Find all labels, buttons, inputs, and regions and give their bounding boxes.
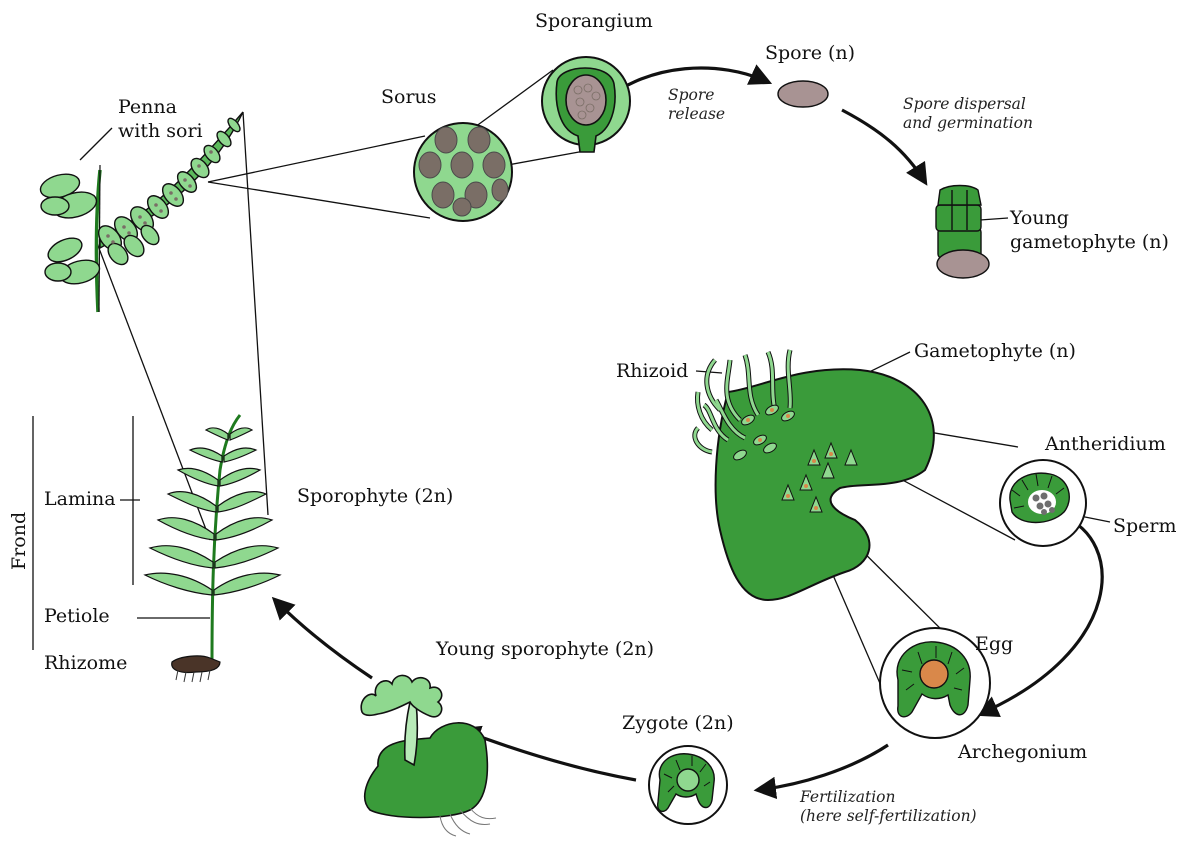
label-fertilization-line1: Fertilization — [800, 788, 977, 807]
label-spore-dispersal: Spore dispersal and germination — [903, 95, 1033, 134]
label-antheridium: Antheridium — [1045, 433, 1166, 457]
label-penna-with-sori: Penna with sori — [118, 96, 203, 144]
label-lamina: Lamina — [44, 488, 116, 512]
sorus-illustration — [414, 123, 512, 221]
label-egg: Egg — [975, 633, 1013, 657]
label-frond: Frond — [8, 512, 32, 570]
label-sporangium: Sporangium — [535, 10, 653, 34]
arrow-young-sporophyte-to-sporophyte — [275, 600, 372, 678]
label-spore-release-line2: release — [668, 105, 725, 124]
label-young-gametophyte-line1: Young — [1010, 207, 1169, 231]
label-penna-line1: Penna — [118, 96, 203, 120]
label-sperm: Sperm — [1113, 515, 1177, 539]
label-archegonium: Archegonium — [958, 741, 1087, 765]
spore-illustration — [778, 81, 828, 107]
label-spore-dispersal-line1: Spore dispersal — [903, 95, 1033, 114]
gametophyte-illustration — [695, 350, 934, 600]
sporangium-illustration — [542, 57, 630, 152]
label-spore-release-line1: Spore — [668, 86, 725, 105]
antheridium-illustration — [1000, 460, 1086, 546]
label-sporophyte: Sporophyte (2n) — [297, 485, 453, 509]
young-sporophyte-illustration — [361, 675, 496, 836]
label-rhizoid: Rhizoid — [616, 360, 688, 384]
zygote-illustration — [649, 746, 727, 824]
label-spore-release: Spore release — [668, 86, 725, 125]
label-young-gametophyte: Young gametophyte (n) — [1010, 207, 1169, 255]
label-spore: Spore (n) — [765, 42, 855, 66]
label-young-gametophyte-line2: gametophyte (n) — [1010, 231, 1169, 255]
label-fertilization: Fertilization (here self-fertilization) — [800, 788, 977, 827]
label-sorus: Sorus — [381, 86, 437, 110]
arrow-zygote-to-young-sporophyte — [462, 730, 636, 780]
label-gametophyte: Gametophyte (n) — [914, 340, 1076, 364]
label-young-sporophyte: Young sporophyte (2n) — [436, 638, 654, 662]
label-spore-dispersal-line2: and germination — [903, 114, 1033, 133]
label-fertilization-line2: (here self-fertilization) — [800, 807, 977, 826]
sporophyte-illustration — [145, 415, 280, 682]
young-gametophyte-illustration — [936, 186, 989, 279]
label-penna-line2: with sori — [118, 120, 203, 144]
label-rhizome: Rhizome — [44, 652, 127, 676]
arrow-fertilization — [758, 745, 888, 790]
archegonium-illustration — [880, 628, 990, 738]
label-zygote: Zygote (2n) — [622, 712, 734, 736]
label-petiole: Petiole — [44, 605, 110, 629]
